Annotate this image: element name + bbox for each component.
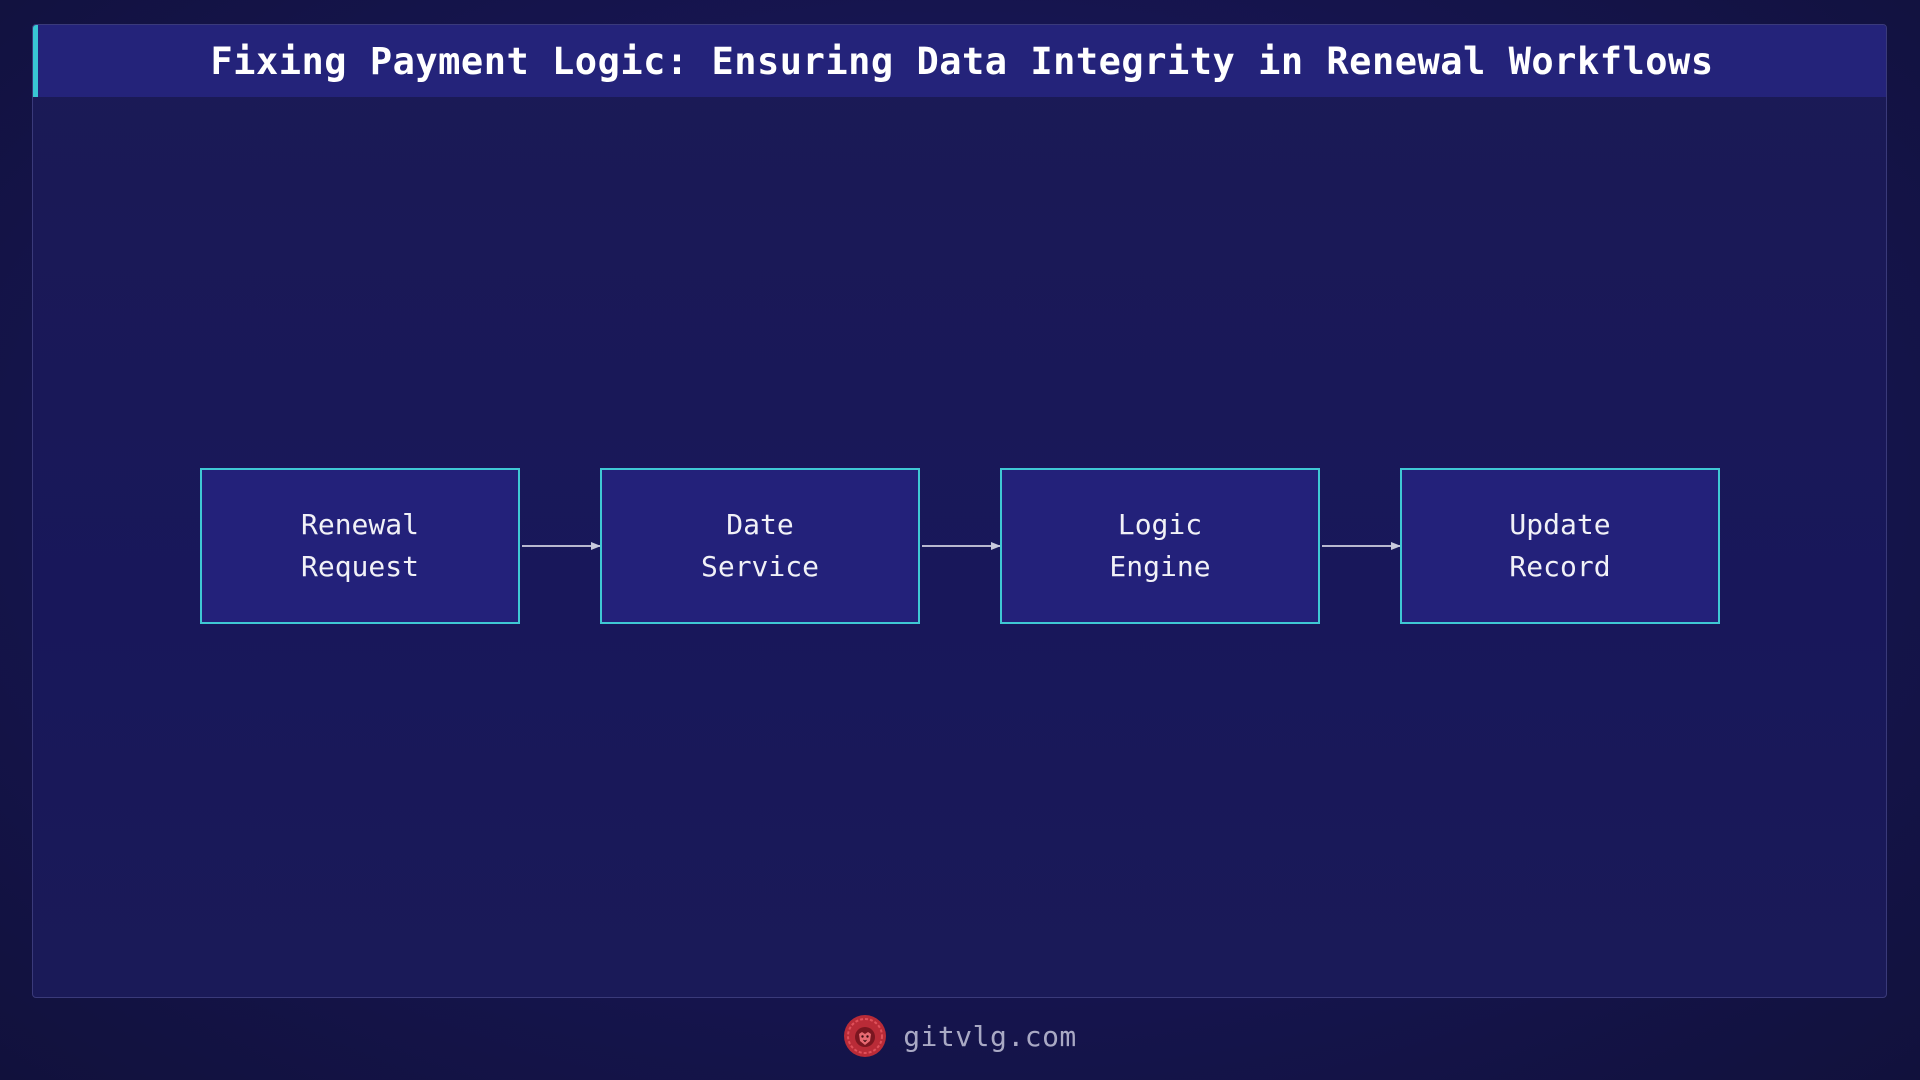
node-date-service: Date Service [600, 468, 920, 624]
footer: gitvlg.com [0, 1008, 1920, 1064]
page-title: Fixing Payment Logic: Ensuring Data Inte… [210, 39, 1714, 83]
node-label: Renewal Request [300, 508, 419, 583]
node-label: Date Service [700, 508, 819, 583]
lion-head-icon [844, 1015, 887, 1057]
footer-site-link[interactable]: gitvlg.com [903, 1019, 1077, 1053]
node-label: Update Record [1509, 508, 1611, 583]
node-update-record: Update Record [1400, 468, 1720, 624]
title-bar: Fixing Payment Logic: Ensuring Data Inte… [33, 25, 1886, 97]
diagram-panel: Fixing Payment Logic: Ensuring Data Inte… [32, 24, 1887, 998]
edges-layer [522, 542, 1401, 550]
node-label: Logic Engine [1109, 508, 1211, 583]
node-logic-engine: Logic Engine [1000, 468, 1320, 624]
node-renewal-request: Renewal Request [200, 468, 520, 624]
flow-diagram: Renewal Request Date Service Logic Engin… [33, 25, 1886, 997]
